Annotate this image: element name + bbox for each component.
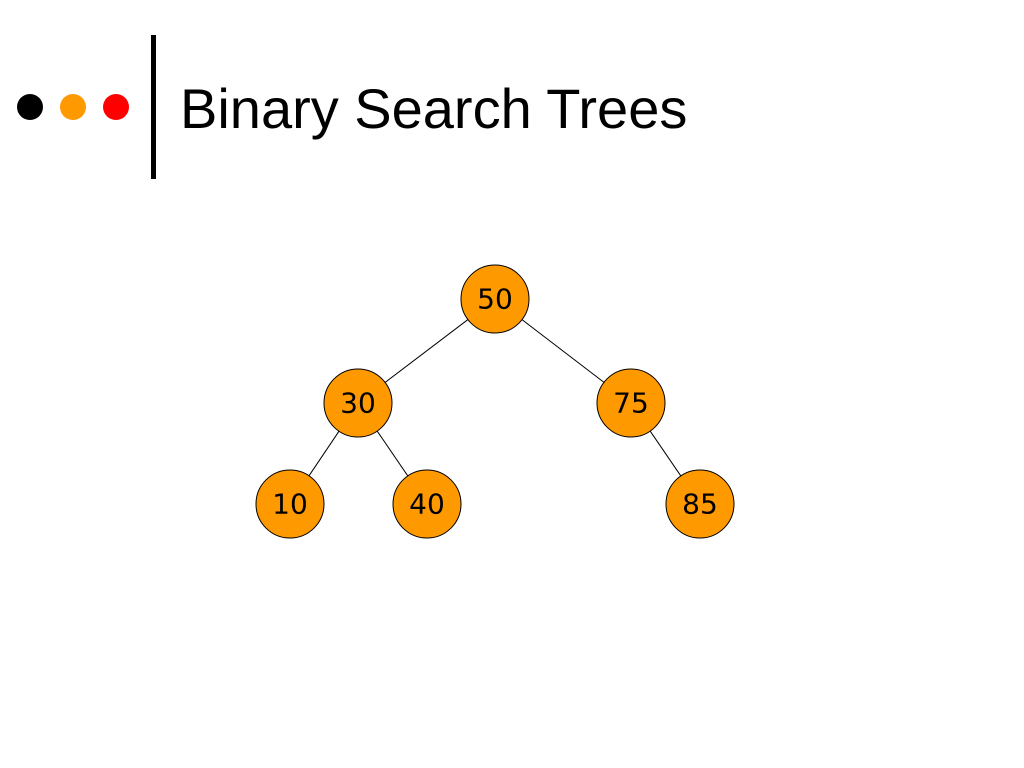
bullet-dot-black [17,94,43,120]
tree-node-label: 50 [477,283,513,316]
bullet-dot-red [103,94,129,120]
tree-node-label: 10 [272,488,308,521]
tree-node-40: 40 [392,469,462,539]
tree-node-circle [665,469,735,539]
tree-node-30: 30 [323,368,393,438]
tree-node-circle [255,469,325,539]
tree-node-75: 75 [596,368,666,438]
tree-edge-30-10 [308,430,340,477]
tree-node-circle [323,368,393,438]
tree-node-10: 10 [255,469,325,539]
tree-node-label: 75 [613,387,649,420]
tree-node-circle [392,469,462,539]
slide-header: Binary Search Trees [0,0,1024,200]
tree-node-label: 85 [682,488,718,521]
tree-edge-50-30 [384,319,469,383]
tree-edge-50-75 [521,319,605,383]
tree-node-label: 40 [409,488,445,521]
tree-edge-75-85 [649,430,682,477]
tree-node-circle [460,264,530,334]
tree-node-50: 50 [460,264,530,334]
tree-node-label: 30 [340,387,376,420]
tree-edge-30-40 [376,430,409,477]
tree-node-85: 85 [665,469,735,539]
tree-node-circle [596,368,666,438]
title-divider [151,35,156,179]
bullet-dot-orange [60,94,86,120]
tree-edges [308,319,682,477]
slide-title: Binary Search Trees [180,77,688,140]
tree-nodes: 50 30 75 10 40 85 [255,264,735,539]
